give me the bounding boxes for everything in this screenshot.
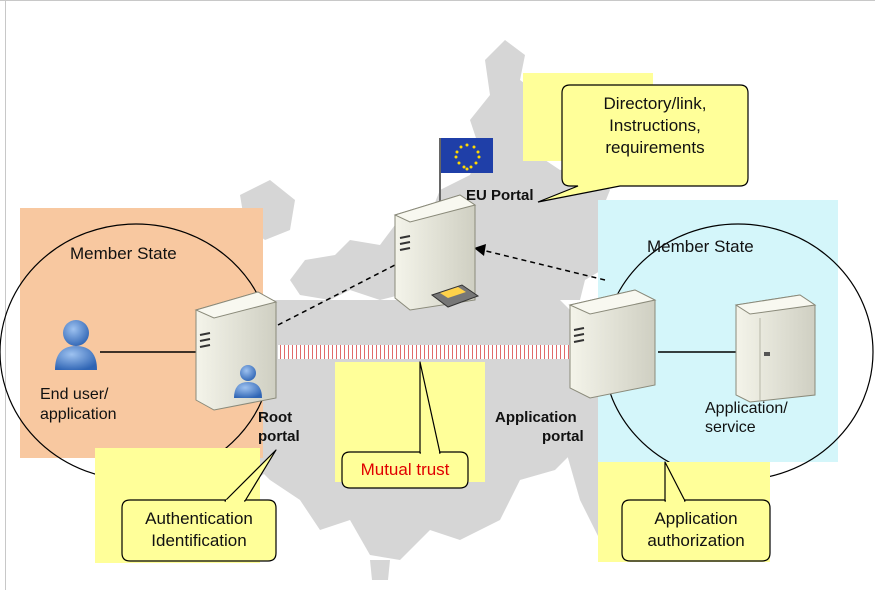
callout-authorization bbox=[598, 461, 771, 562]
frame-left-line bbox=[5, 0, 6, 590]
root-portal-label-line1: Root bbox=[258, 409, 293, 426]
callout-authentication-line2: Identification bbox=[151, 531, 247, 550]
callout-directory-line3: requirements bbox=[605, 138, 705, 157]
callout-directory bbox=[523, 73, 749, 203]
callout-directory-text: Directory/link, Instructions, requiremen… bbox=[562, 93, 748, 159]
frame-top-line bbox=[0, 0, 875, 1]
callout-authentication-line1: Authentication bbox=[145, 509, 253, 528]
application-portal-server-icon bbox=[568, 289, 657, 399]
member-state-right-label: Member State bbox=[647, 237, 754, 256]
callout-mutual-trust-line: Mutual trust bbox=[360, 460, 450, 479]
callout-directory-line1: Directory/link, bbox=[603, 94, 707, 113]
root-portal-server-icon bbox=[194, 291, 278, 411]
callout-mutual-trust-text: Mutual trust bbox=[342, 459, 468, 481]
callout-authentication bbox=[95, 448, 277, 563]
eu-portal-label: EU Portal bbox=[466, 187, 534, 204]
root-portal-user-icon bbox=[234, 365, 262, 398]
mutual-trust-link bbox=[278, 345, 570, 359]
application-service-label-line1: Application/ bbox=[705, 400, 788, 417]
callout-authentication-text: Authentication Identification bbox=[122, 508, 276, 552]
application-portal-label-line2: portal bbox=[542, 428, 584, 445]
callout-authorization-line1: Application bbox=[654, 509, 738, 528]
member-state-left-label: Member State bbox=[70, 244, 177, 263]
root-portal-label-line2: portal bbox=[258, 428, 300, 445]
application-service-storage-icon bbox=[734, 294, 817, 403]
end-user-label-line1: End user/ bbox=[40, 386, 109, 403]
application-portal-label-line1: Application bbox=[495, 409, 577, 426]
callout-directory-line2: Instructions, bbox=[609, 116, 701, 135]
callout-authorization-text: Application authorization bbox=[622, 508, 770, 552]
eu-flag-icon bbox=[439, 138, 493, 212]
end-user-icon bbox=[55, 320, 97, 370]
arrow-head-eu bbox=[474, 244, 486, 256]
end-user-label-line2: application bbox=[40, 406, 117, 423]
root-eu-dashed-link bbox=[277, 264, 396, 326]
callout-authorization-line2: authorization bbox=[647, 531, 745, 550]
app-eu-dashed-link bbox=[481, 249, 606, 281]
eu-portal-server-icon bbox=[393, 194, 480, 311]
application-service-label-line2: service bbox=[705, 419, 756, 436]
callout-mutual-trust bbox=[335, 361, 485, 489]
